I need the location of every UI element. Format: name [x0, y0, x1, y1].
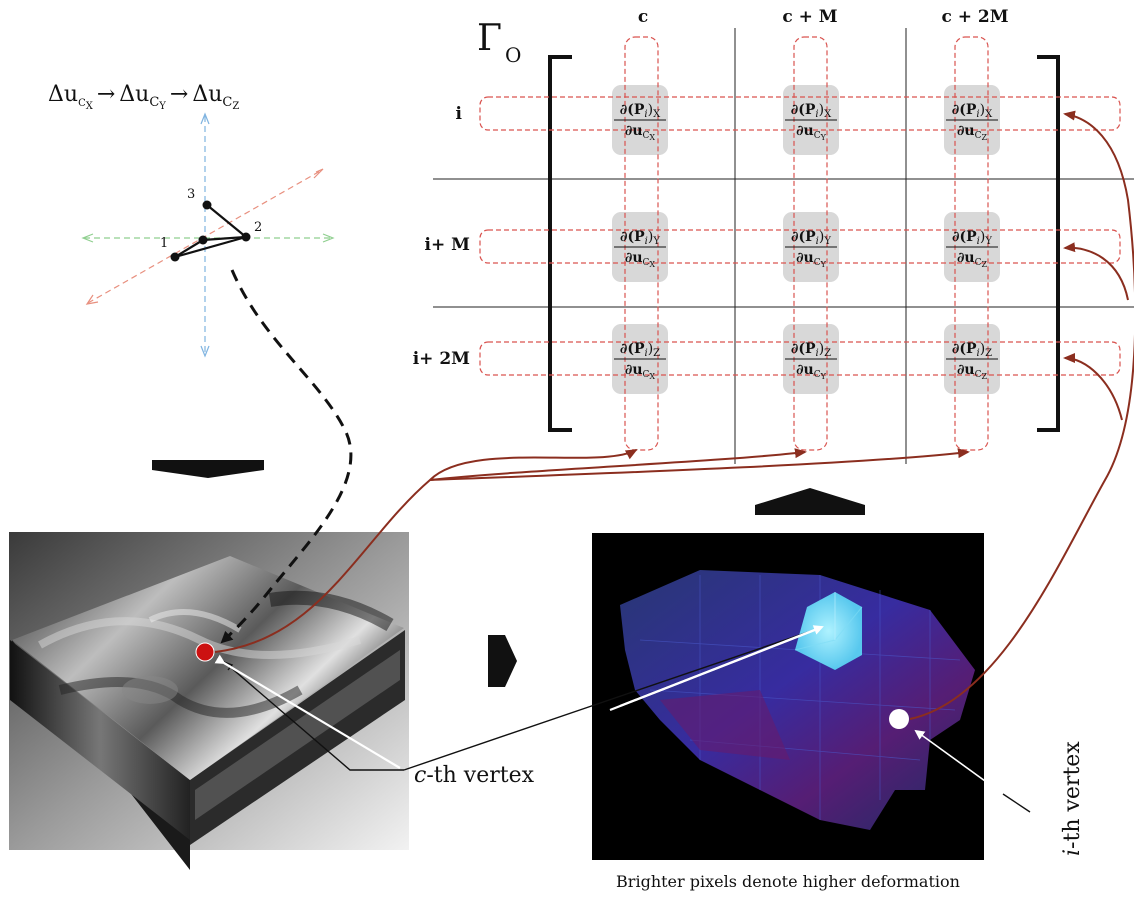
vertex-point-2	[241, 232, 251, 242]
vertex-point-3	[202, 200, 212, 210]
cell-denominator: ∂uCX	[625, 123, 656, 142]
right-arrow	[488, 635, 517, 687]
curve-c-vertex-to-column	[214, 449, 638, 653]
down-arrow	[152, 460, 264, 478]
vertex-point-center	[198, 235, 208, 245]
cell-numerator: ∂(Pi)X	[791, 102, 832, 120]
matrix-cell-0-2: ∂(Pi)X ∂uCZ	[946, 102, 998, 142]
cell-numerator: ∂(Pi)Z	[952, 341, 992, 359]
cell-numerator: ∂(Pi)Z	[791, 341, 831, 359]
matrix-cell-1-1: ∂(Pi)Y ∂uCY	[785, 229, 837, 269]
jacobian-matrix: Γ O c c + M c + 2M i i+ M i+ 2M	[413, 7, 1134, 464]
matrix-symbol-subscript: O	[505, 43, 521, 67]
cell-numerator: ∂(Pi)Y	[791, 229, 831, 247]
cell-numerator: ∂(Pi)Y	[952, 229, 992, 247]
col-header-c-plus-m: c + M	[782, 7, 837, 27]
column-highlights	[624, 36, 989, 451]
row-header-i-plus-2m: i+ 2M	[413, 349, 470, 369]
cell-denominator: ∂uCY	[796, 250, 827, 269]
pointer-arrows	[214, 625, 1031, 813]
matrix-cell-2-0: ∂(Pi)Z ∂uCX	[614, 341, 666, 381]
up-arrow	[755, 488, 865, 515]
cell-denominator: ∂uCY	[796, 362, 827, 381]
coordinate-axes	[81, 112, 335, 358]
matrix-cell-0-1: ∂(Pi)X ∂uCY	[785, 102, 837, 142]
i-vertex-marker	[889, 709, 909, 729]
col-header-c-plus-2m: c + 2M	[941, 7, 1008, 27]
cell-denominator: ∂uCX	[625, 362, 656, 381]
curve-i-vertex-to-rows	[909, 110, 1134, 720]
matrix-cell-2-1: ∂(Pi)Z ∂uCY	[785, 341, 837, 381]
vertex-point-1	[170, 252, 180, 262]
vertex-label-1: 1	[160, 236, 168, 251]
col-header-c: c	[638, 7, 648, 27]
deformation-caption: Brighter pixels denote higher deformatio…	[616, 872, 960, 891]
matrix-cell-0-0: ∂(Pi)X ∂uCX	[614, 102, 666, 142]
c-vertex-marker	[195, 642, 215, 662]
cell-denominator: ∂uCY	[796, 123, 827, 142]
high-deformation-region	[795, 592, 862, 670]
matrix-cell-1-2: ∂(Pi)Y ∂uCZ	[946, 229, 998, 269]
row-highlights	[479, 96, 1121, 376]
matrix-right-bracket	[1037, 55, 1060, 432]
cell-denominator: ∂uCZ	[957, 362, 988, 381]
row-header-i: i	[456, 104, 463, 124]
cell-denominator: ∂uCZ	[957, 123, 988, 142]
cell-denominator: ∂uCX	[625, 250, 656, 269]
face-mesh-image	[9, 532, 409, 870]
i-vertex-label: i-th vertex	[1060, 741, 1085, 856]
vertex-label-3: 3	[187, 187, 195, 202]
dashed-mapping-curve	[220, 269, 353, 644]
delta-sequence: ΔuCX→ΔuCY→ΔuCZ	[48, 82, 239, 112]
row-header-i-plus-m: i+ M	[425, 235, 471, 255]
red-correspondence-curves	[214, 110, 1134, 720]
matrix-left-bracket	[548, 55, 572, 432]
vertex-label-2: 2	[254, 220, 262, 235]
matrix-cells: ∂(Pi)X ∂uCX ∂(Pi)X ∂uCY ∂(Pi)X ∂uCZ ∂(Pi)Y ∂uCX…	[614, 102, 998, 381]
matrix-cell-2-2: ∂(Pi)Z ∂uCZ	[946, 341, 998, 381]
vertex-triangle: 1 2 3	[160, 187, 262, 262]
cell-denominator: ∂uCZ	[957, 250, 988, 269]
cell-numerator: ∂(Pi)Z	[620, 341, 660, 359]
cell-numerator: ∂(Pi)Y	[620, 229, 660, 247]
matrix-cell-1-0: ∂(Pi)Y ∂uCX	[614, 229, 666, 269]
cell-numerator: ∂(Pi)X	[620, 102, 661, 120]
matrix-symbol: Γ	[477, 18, 502, 59]
deformation-map-image	[592, 533, 984, 860]
cell-numerator: ∂(Pi)X	[952, 102, 993, 120]
c-vertex-label: c-th vertex	[414, 763, 535, 788]
